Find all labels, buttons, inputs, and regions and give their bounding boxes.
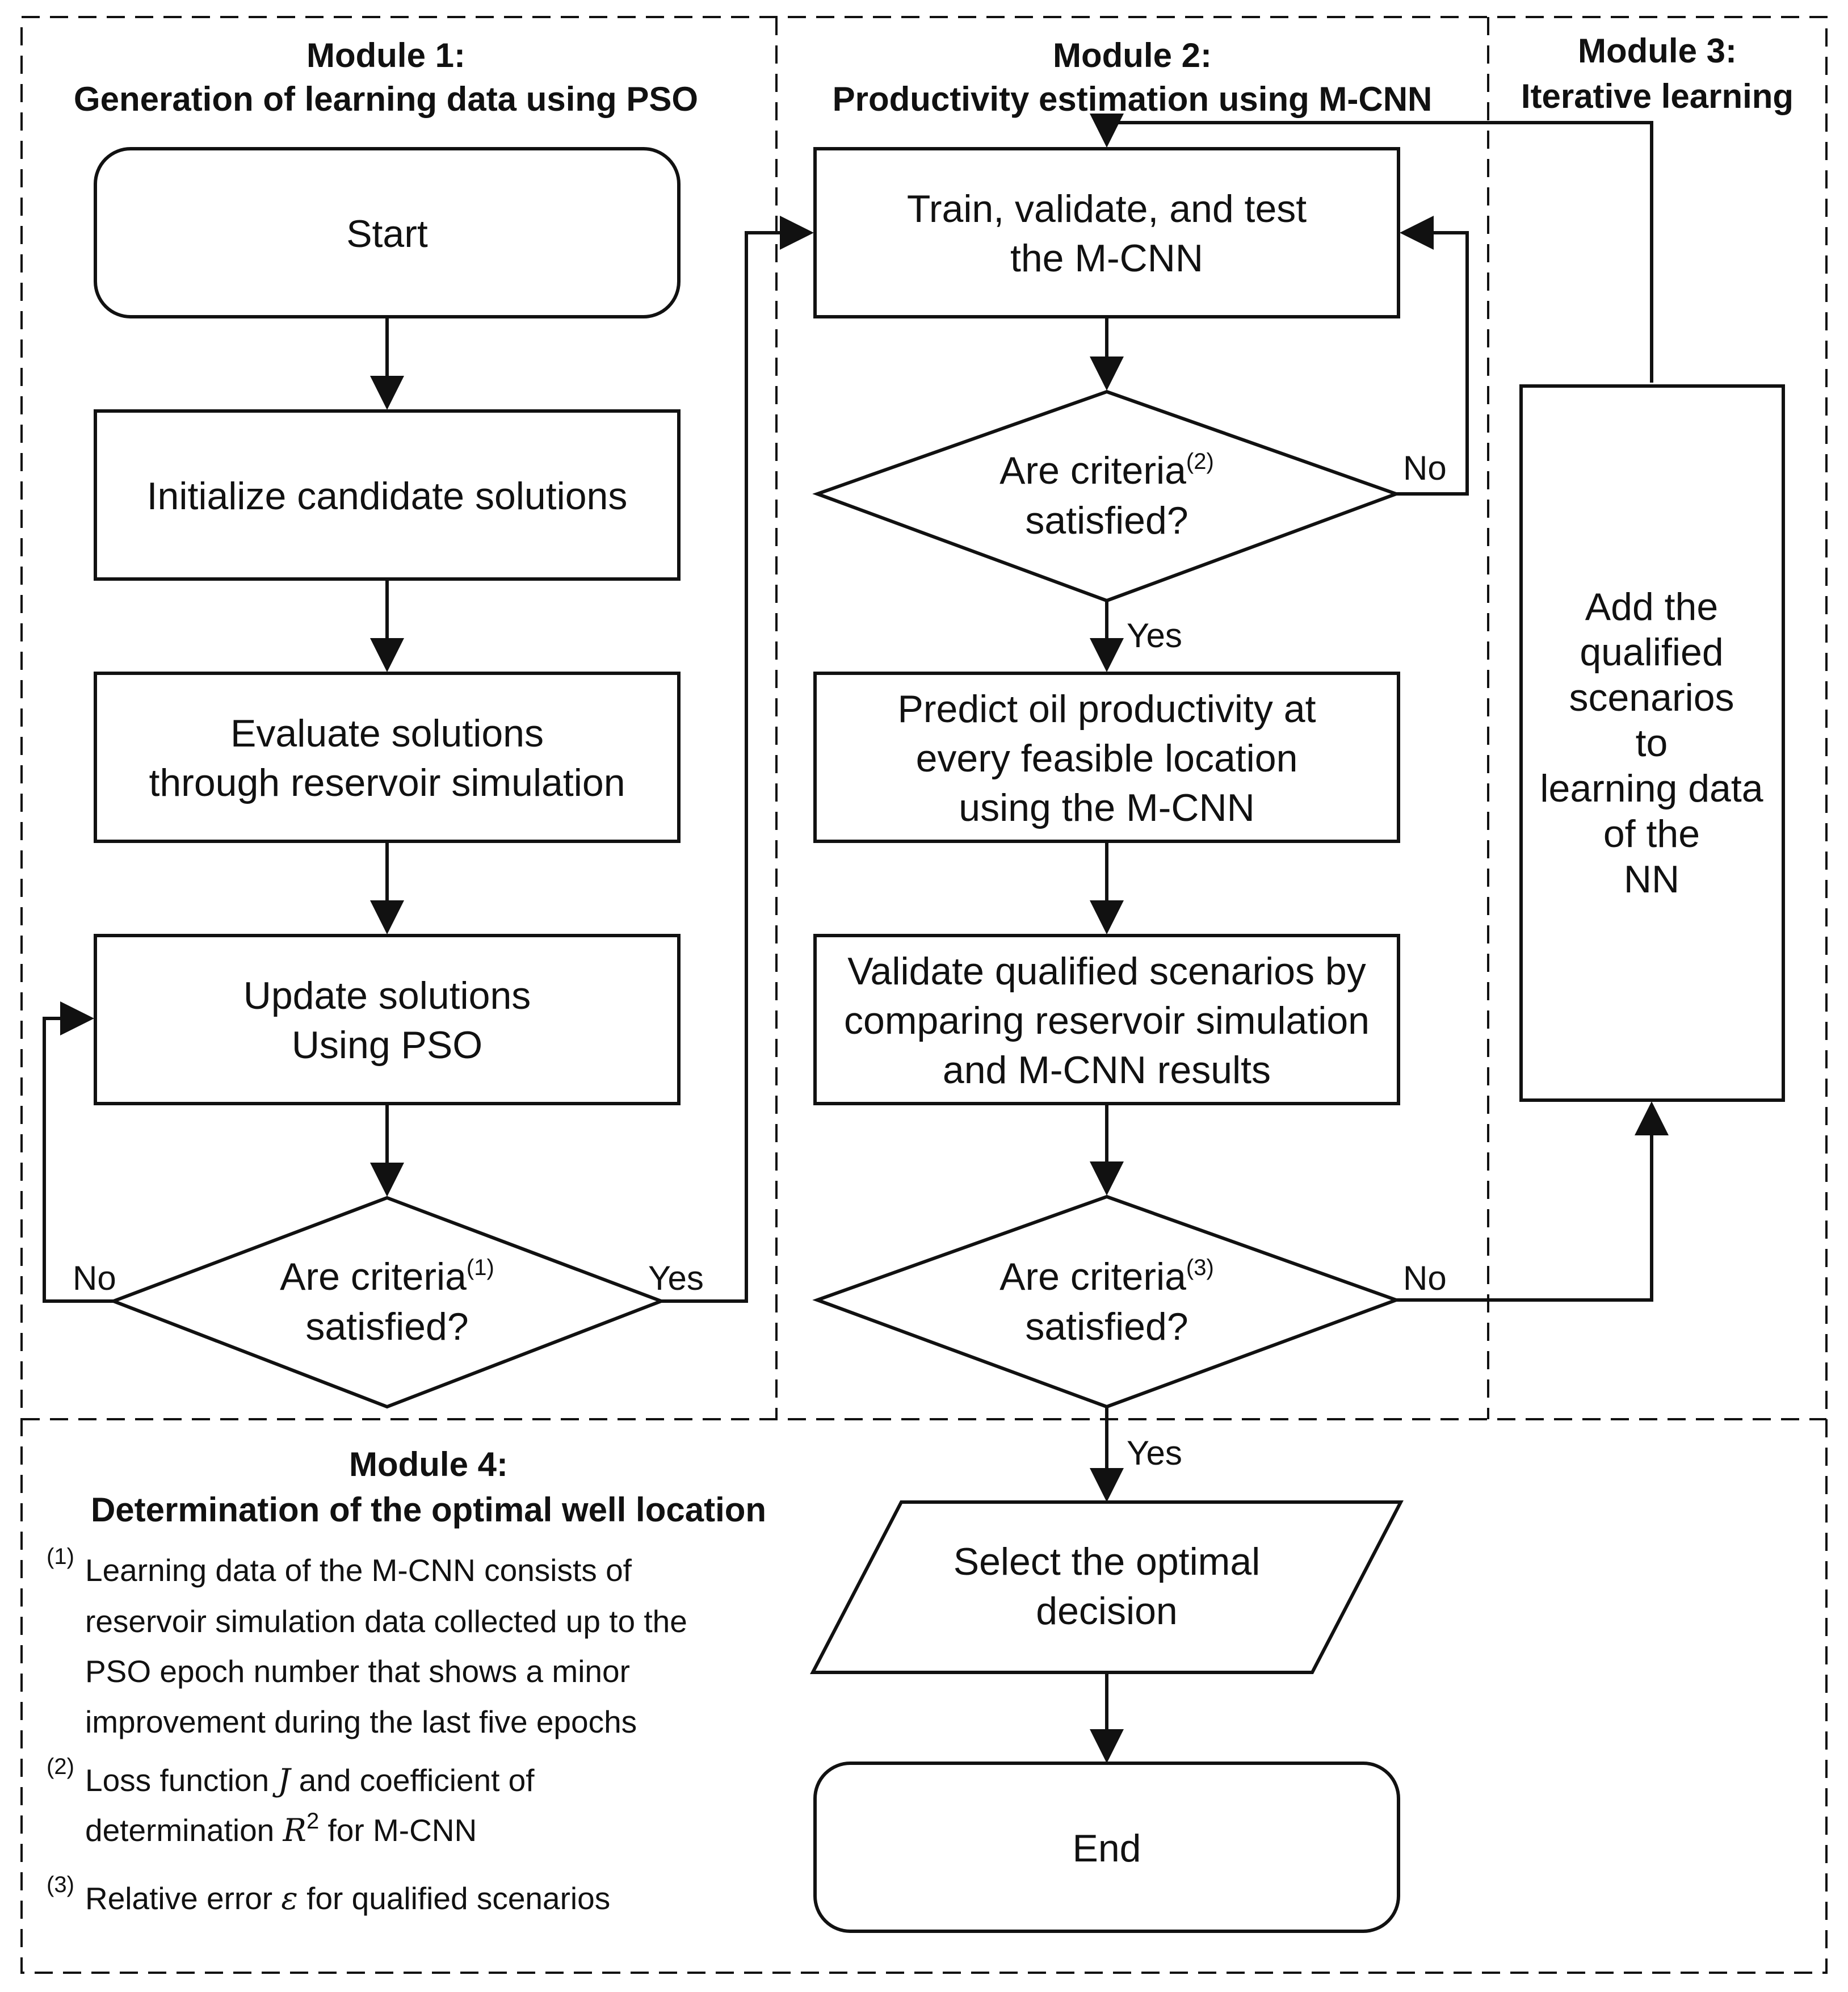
connectors — [43, 114, 1669, 1763]
note1-line2: reservoir simulation data collected up t… — [85, 1604, 687, 1639]
module-headers: Module 1: Generation of learning data us… — [74, 32, 1794, 1529]
train-node: Train, validate, and test the M-CNN — [813, 147, 1400, 318]
criteria2-decision-diamond — [812, 389, 1401, 603]
module2-subtitle: Productivity estimation using M-CNN — [833, 80, 1433, 118]
end-node: End — [813, 1762, 1400, 1933]
update-process-box — [94, 934, 681, 1105]
module1-subtitle: Generation of learning data using PSO — [74, 80, 698, 118]
criteria3-no-label: No — [1403, 1259, 1447, 1297]
start-label: Start — [346, 212, 428, 255]
train-process-box — [813, 147, 1400, 318]
note2-line1: Loss function J and coefficient of — [85, 1762, 535, 1798]
criteria1-yes-label: Yes — [648, 1259, 704, 1297]
arrow-criteria2-no-loop — [1396, 216, 1469, 496]
add-process-box — [1519, 384, 1785, 1102]
add-label-line4: to — [1636, 722, 1668, 765]
criteria1-node: Are criteria(1) satisfied? — [108, 1196, 666, 1409]
end-terminator — [813, 1762, 1400, 1933]
module-boundaries — [20, 16, 1828, 1974]
note3-marker: (3) — [47, 1872, 74, 1897]
train-label-line2: the M-CNN — [1010, 237, 1203, 280]
predict-label-line1: Predict oil productivity at — [898, 687, 1316, 731]
note2-marker: (2) — [47, 1754, 74, 1779]
update-label-line1: Update solutions — [243, 974, 531, 1017]
add-label-line3: scenarios — [1569, 676, 1734, 719]
arrow-criteria1-yes-to-train — [661, 216, 814, 1303]
criteria3-node: Are criteria(3) satisfied? — [812, 1194, 1401, 1409]
criteria2-no-label: No — [1403, 449, 1447, 487]
select-label-line2: decision — [1036, 1590, 1178, 1633]
validate-label-line2: comparing reservoir simulation — [844, 999, 1370, 1042]
note1-line3: PSO epoch number that shows a minor — [85, 1654, 630, 1689]
arrow-criteria3-no-to-add — [1396, 1101, 1669, 1302]
validate-node: Validate qualified scenarios by comparin… — [813, 934, 1400, 1105]
add-label-line7: NN — [1624, 858, 1679, 901]
criteria1-label-line1: Are criteria(1) — [280, 1255, 494, 1298]
criteria1-decision-diamond — [108, 1196, 666, 1409]
add-label-line2: qualified — [1580, 631, 1723, 674]
note2-line2: determination R2 for M-CNN — [85, 1809, 477, 1848]
select-io-parallelogram — [810, 1500, 1404, 1674]
criteria3-yes-label: Yes — [1127, 1434, 1182, 1472]
note1-line4: improvement during the last five epochs — [85, 1704, 637, 1739]
criteria1-no-label: No — [73, 1259, 116, 1297]
start-terminator — [94, 147, 681, 318]
init-label: Initialize candidate solutions — [147, 475, 628, 518]
init-node: Initialize candidate solutions — [94, 409, 681, 581]
add-node: Add the qualified scenarios to learning … — [1519, 384, 1785, 1102]
module4-title: Module 4: — [349, 1445, 508, 1483]
add-label-line5: learning data — [1540, 767, 1763, 810]
evaluate-node: Evaluate solutions through reservoir sim… — [94, 672, 681, 843]
predict-label-line3: using the M-CNN — [959, 786, 1255, 829]
predict-process-box — [813, 672, 1400, 843]
evaluate-label-line2: through reservoir simulation — [149, 761, 625, 804]
module4-subtitle: Determination of the optimal well locati… — [91, 1491, 766, 1529]
arrow-add-to-train — [1090, 114, 1653, 383]
update-label-line2: Using PSO — [292, 1024, 482, 1067]
module3-title: Module 3: — [1578, 32, 1737, 70]
predict-label-line2: every feasible location — [916, 737, 1298, 780]
select-label-line1: Select the optimal — [954, 1540, 1261, 1583]
criteria2-yes-label: Yes — [1127, 617, 1182, 655]
add-label-line1: Add the — [1585, 585, 1718, 628]
module1-title: Module 1: — [306, 36, 465, 74]
update-node: Update solutions Using PSO — [94, 934, 681, 1105]
footnotes: (1) Learning data of the M-CNN consists … — [47, 1544, 687, 1916]
outer-dashed-border — [20, 16, 1828, 1974]
arrow-criteria1-no-loop — [43, 1001, 114, 1303]
end-label: End — [1073, 1827, 1141, 1870]
evaluate-process-box — [94, 672, 681, 843]
start-node: Start — [94, 147, 681, 318]
edge-labels: No Yes No Yes No Yes — [73, 449, 1447, 1472]
validate-label-line3: and M-CNN results — [943, 1049, 1271, 1092]
module3-subtitle: Iterative learning — [1521, 77, 1794, 115]
criteria2-node: Are criteria(2) satisfied? — [812, 389, 1401, 603]
validate-process-box — [813, 934, 1400, 1105]
init-process-box — [94, 409, 681, 581]
note3-line1: Relative error ε for qualified scenarios — [85, 1880, 610, 1916]
criteria2-label-line2: satisfied? — [1025, 499, 1188, 542]
note1-line1: Learning data of the M-CNN consists of — [85, 1553, 632, 1588]
predict-node: Predict oil productivity at every feasib… — [813, 672, 1400, 843]
train-label-line1: Train, validate, and test — [907, 187, 1307, 230]
criteria1-label-line2: satisfied? — [305, 1305, 468, 1348]
module2-title: Module 2: — [1053, 36, 1212, 74]
note1-marker: (1) — [47, 1544, 74, 1569]
criteria3-label-line1: Are criteria(3) — [999, 1255, 1214, 1298]
validate-label-line1: Validate qualified scenarios by — [847, 950, 1366, 993]
evaluate-label-line1: Evaluate solutions — [230, 712, 544, 755]
add-label-line6: of the — [1603, 812, 1700, 855]
criteria3-label-line2: satisfied? — [1025, 1305, 1188, 1348]
select-node: Select the optimal decision — [810, 1500, 1404, 1674]
criteria2-label-line1: Are criteria(2) — [999, 449, 1214, 492]
criteria3-decision-diamond — [812, 1194, 1401, 1409]
